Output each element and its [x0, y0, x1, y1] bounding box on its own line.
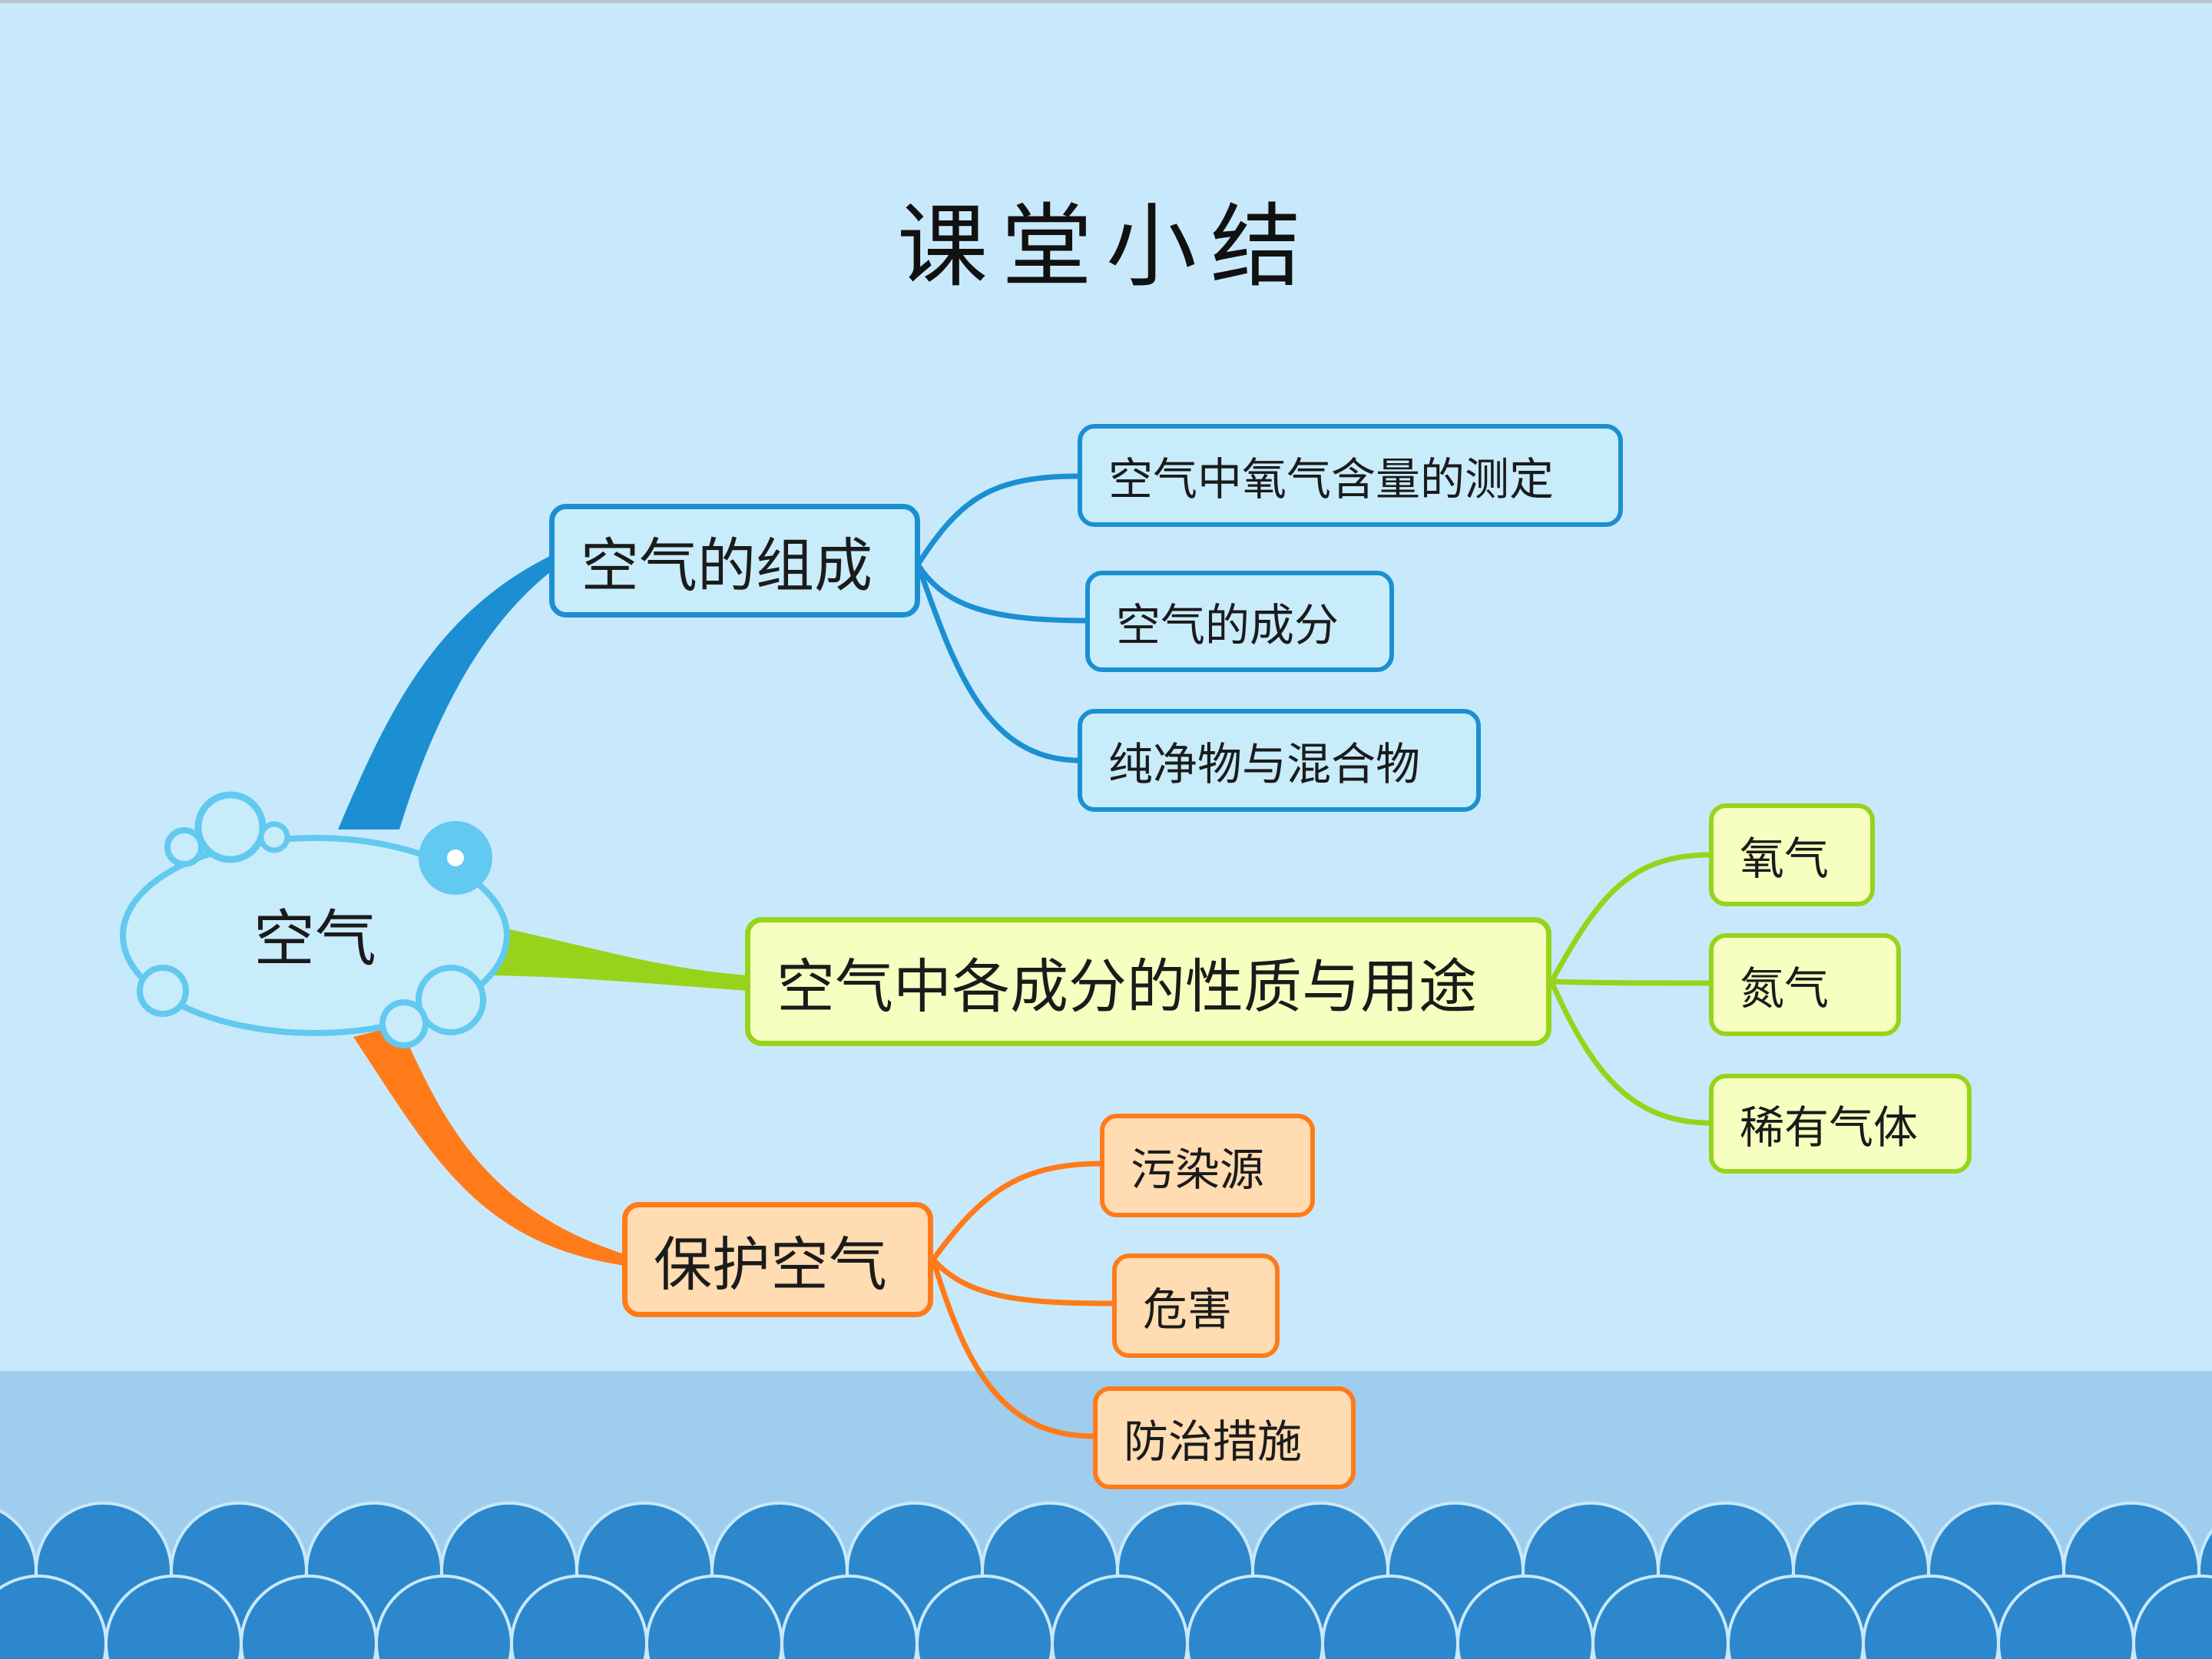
leaf-node-prevention: 防治措施 — [1093, 1386, 1356, 1489]
wave-decoration — [0, 1502, 2212, 1659]
root-node-label: 空气 — [253, 903, 376, 975]
sub-connector-oxygen — [1548, 852, 1711, 983]
branch-node-protection: 保护空气 — [622, 1202, 933, 1317]
sub-connector-oxygen-content — [916, 473, 1080, 566]
leaf-node-pollution-source: 污染源 — [1100, 1114, 1315, 1217]
branch-connector-composition — [338, 555, 553, 830]
leaf-node-oxygen-content: 空气中氧气含量的测定 — [1078, 424, 1623, 527]
sub-connector-noble-gas — [1548, 980, 1711, 1126]
slide-title: 课堂小结 — [896, 194, 1315, 300]
sub-connector-prevention — [930, 1258, 1095, 1439]
sub-connector-pure-mixed — [915, 563, 1080, 763]
leaf-node-oxygen: 氧气 — [1709, 803, 1875, 906]
sub-connector-nitrogen — [1551, 979, 1711, 986]
wave-scallop — [2132, 1575, 2212, 1659]
leaf-node-nitrogen: 氮气 — [1709, 933, 1901, 1036]
branch-connector-protection — [353, 1025, 626, 1266]
leaf-node-harm: 危害 — [1112, 1253, 1280, 1358]
sub-connector-pollution-source — [931, 1161, 1103, 1262]
branch-node-composition: 空气的组成 — [549, 504, 920, 618]
branch-connector-properties — [492, 926, 749, 991]
sub-connector-harm — [931, 1257, 1114, 1306]
top-border — [0, 0, 2212, 3]
leaf-node-pure-and-mixed: 纯净物与混合物 — [1078, 709, 1481, 812]
leaf-node-noble-gas: 稀有气体 — [1709, 1074, 1972, 1174]
leaf-node-components: 空气的成分 — [1085, 571, 1394, 672]
sub-connector-components — [916, 563, 1088, 624]
root-cloud-shape — [120, 791, 510, 1048]
branch-node-properties: 空气中各成分的性质与用途 — [745, 917, 1551, 1046]
